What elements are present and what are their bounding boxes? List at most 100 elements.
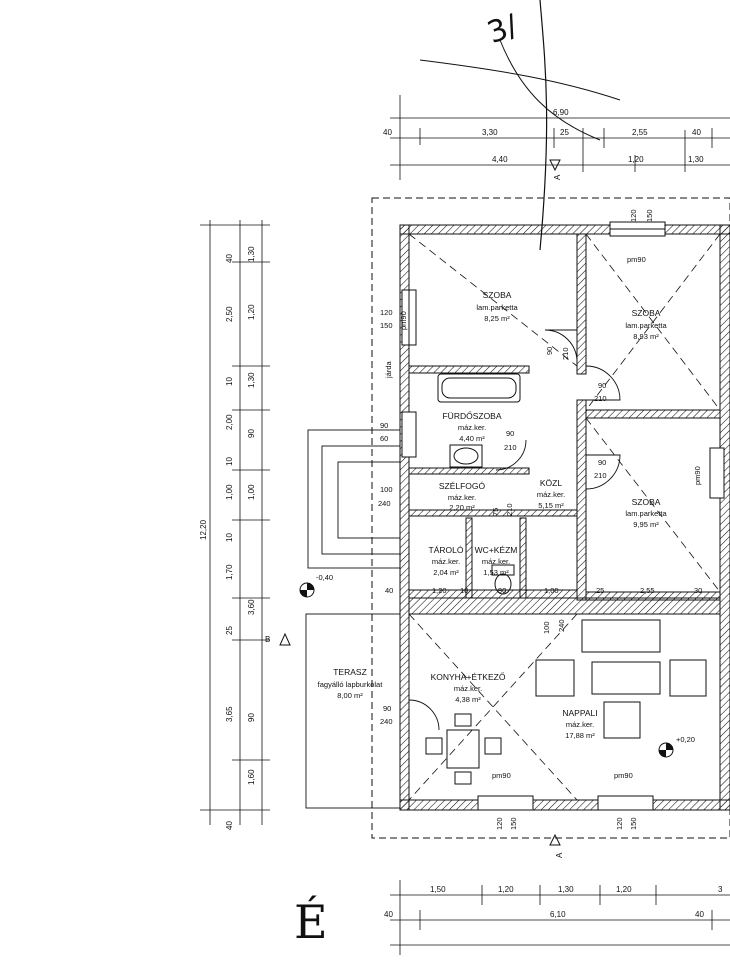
door-label: 210 [504,443,517,452]
svg-text:8,00 m²: 8,00 m² [337,691,363,700]
dim-left: 1,00 [225,484,234,500]
dim-left: 40 [225,254,234,263]
dining-table [425,713,502,785]
svg-text:SZÉLFOGÓ: SZÉLFOGÓ [439,481,486,491]
interior-dim: 1,20 [432,586,447,595]
window-label: 150 [629,817,638,830]
washbasin [449,444,483,468]
window-label: pm90 [693,466,702,485]
window-label: 120 [495,817,504,830]
dim-bottom: 1,30 [558,885,574,894]
dim-bottom: 1,20 [498,885,514,894]
svg-text:-0,40: -0,40 [316,573,333,582]
svg-text:B: B [265,635,270,644]
dim-left: 10 [225,533,234,542]
dim-left: 3,60 [247,599,256,615]
svg-text:NAPPALI: NAPPALI [562,708,597,718]
dim-bottom: 40 [695,910,704,919]
dim-left: 1,70 [225,564,234,580]
dim-left: 90 [247,429,256,438]
svg-text:+0,20: +0,20 [676,735,695,744]
interior-walls [408,233,721,615]
section-marker-a-top: A [549,159,562,180]
interior-dim: 1,00 [544,586,559,595]
svg-text:SZOBA: SZOBA [632,497,661,507]
dim-left: 1,60 [247,769,256,785]
window-label: 150 [509,817,518,830]
level-marker-high: +0,20 [658,735,695,758]
dim-bottom: 1,20 [616,885,632,894]
window-label: pm90 [399,311,408,330]
dim-top: 3,30 [482,128,498,137]
sheet-mark: 3/ [483,8,523,51]
svg-text:máz.ker.: máz.ker. [448,493,476,502]
dim-bottom: 40 [384,910,393,919]
interior-dim: 10 [460,586,468,595]
svg-text:máz.ker.: máz.ker. [537,490,565,499]
dim-top: 4,40 [492,155,508,164]
dim-top: 40 [383,128,392,137]
room-label-wc: WC+KÉZM máz.ker. 1,53 m² [475,545,518,577]
window-label: 240 [378,499,391,508]
dim-left: 10 [225,457,234,466]
svg-text:5,15 m²: 5,15 m² [538,501,564,510]
svg-text:SZOBA: SZOBA [632,308,661,318]
door-label: 240 [557,619,566,632]
interior-dim: 30 [694,586,702,595]
dim-left: 2,00 [225,414,234,430]
dim-top: 1,30 [688,155,704,164]
door-swings [408,329,621,731]
dim-left: 25 [225,626,234,635]
dim-left: 1,00 [247,484,256,500]
svg-text:TÁROLÓ: TÁROLÓ [429,545,464,555]
dim-left: 40 [225,821,234,830]
dim-left: 1,20 [247,304,256,320]
dim-top-total: 6,90 [553,108,569,117]
door-label: 90 [598,381,606,390]
room-label-tarolo: TÁROLÓ máz.ker. 2,04 m² [429,545,464,577]
svg-text:KONYHA+ÉTKEZŐ: KONYHA+ÉTKEZŐ [431,672,506,682]
window-label: 150 [645,209,654,222]
svg-text:máz.ker.: máz.ker. [454,684,482,693]
svg-text:KÖZL: KÖZL [540,478,562,488]
dim-bottom: 3 [718,885,723,894]
handwritten-stroke [419,59,621,101]
room-label-szoba-2: SZOBA lam.parketta 8,93 m² [625,308,667,341]
section-marker-b: B [265,632,291,646]
svg-text:máz.ker.: máz.ker. [482,557,510,566]
toilet [491,564,515,595]
interior-dim: 25 [596,586,604,595]
dim-left: 10 [225,377,234,386]
window-label: 120 [615,817,624,830]
room-label-furdoszoba: FÜRDŐSZOBA máz.ker. 4,40 m² [442,411,501,443]
room-label-kozl: KÖZL máz.ker. 5,15 m² [537,478,565,510]
handwritten-stroke [499,39,601,141]
svg-text:A: A [555,852,564,858]
window-label: pm90 [492,771,511,780]
dim-left: 90 [247,713,256,722]
svg-text:8,25 m²: 8,25 m² [484,314,510,323]
door-label: 210 [594,394,607,403]
dim-left: 3,65 [225,706,234,722]
room-diagonals [408,233,721,801]
door-label: 90 [598,458,606,467]
interior-dim: 90 [498,586,506,595]
svg-text:4,38 m²: 4,38 m² [455,695,481,704]
window-label: 90 [383,704,391,713]
svg-text:fagyálló lapburkolat: fagyálló lapburkolat [318,680,384,689]
interior-dim: 2,55 [640,586,655,595]
svg-text:máz.ker.: máz.ker. [432,557,460,566]
door-label: 90 [506,429,514,438]
roof-outline [371,197,730,839]
dim-left: 1,30 [247,246,256,262]
svg-text:SZOBA: SZOBA [483,290,512,300]
svg-text:1,53 m²: 1,53 m² [483,568,509,577]
section-marker-a-bottom: A [549,833,564,858]
room-label-szelfogo: SZÉLFOGÓ máz.ker. 2,20 m² [439,481,486,512]
svg-text:lam.parketta: lam.parketta [476,303,518,312]
dim-left: 1,30 [247,372,256,388]
window-label: 90 [380,421,388,430]
door-label: 90 [545,347,554,355]
handwritten-stroke [539,0,548,251]
window-label: 60 [380,434,388,443]
